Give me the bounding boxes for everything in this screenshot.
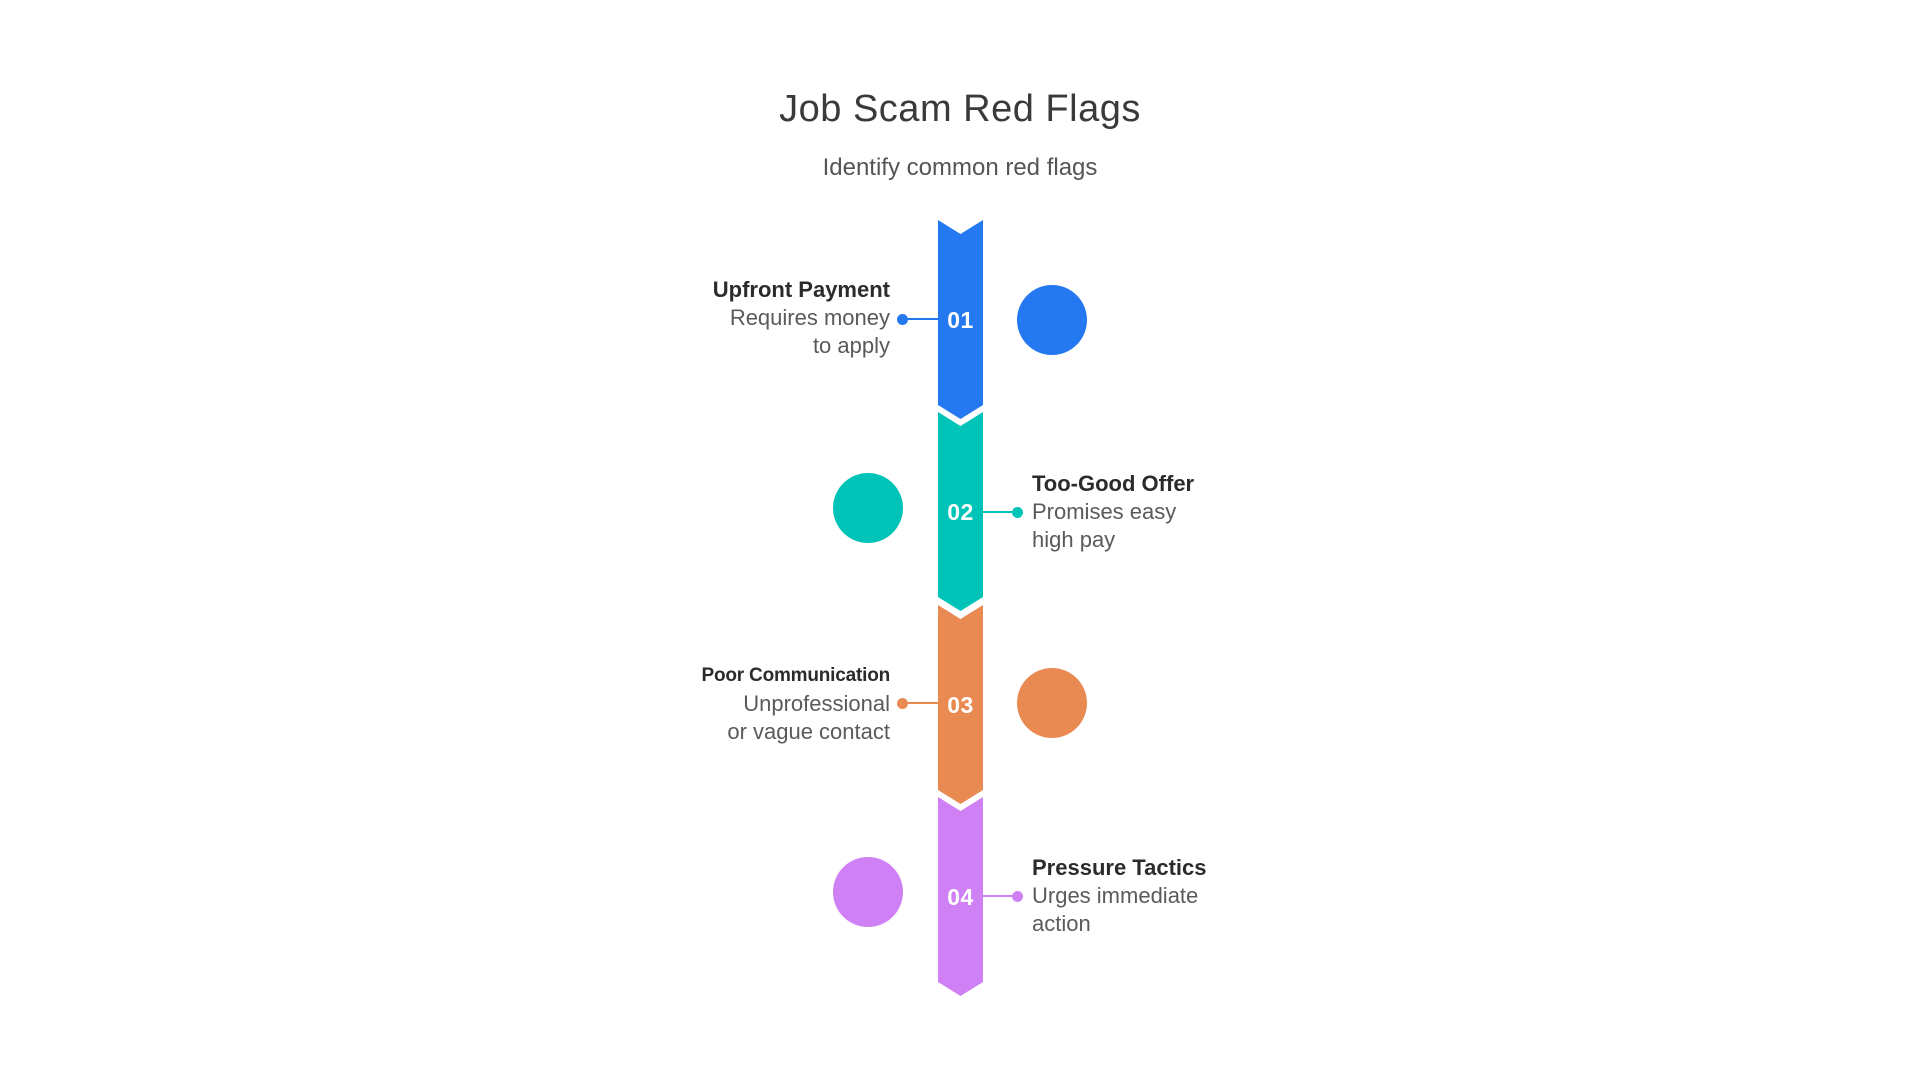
step-4-accent-circle xyxy=(833,857,903,927)
step-2-chevron xyxy=(938,412,983,611)
step-3-connector-line xyxy=(902,702,938,704)
step-1-text: Upfront Payment Requires money to apply xyxy=(570,276,890,360)
step-1-number: 01 xyxy=(947,307,974,333)
step-2-desc-line-1: Promises easy xyxy=(1032,499,1177,524)
step-4-title: Pressure Tactics xyxy=(1032,855,1207,880)
step-1-title: Upfront Payment xyxy=(712,277,890,302)
step-3-text: Poor Communication Unprofessional or vag… xyxy=(570,662,890,746)
step-3-title: Poor Communication xyxy=(701,665,890,686)
step-2-desc-line-2: high pay xyxy=(1032,527,1116,552)
step-3-chevron xyxy=(938,605,983,804)
page-subtitle: Identify common red flags xyxy=(822,154,1098,181)
step-4-connector-dot xyxy=(1012,891,1023,902)
step-1-chevron xyxy=(938,220,983,419)
step-3-connector-dot xyxy=(897,698,908,709)
step-4-number: 04 xyxy=(947,884,974,910)
step-3-desc-line-2: or vague contact xyxy=(727,719,890,744)
step-1-connector-line xyxy=(902,318,938,320)
step-1-accent-circle xyxy=(1017,285,1087,355)
step-1-connector-dot xyxy=(897,314,908,325)
step-4-text: Pressure Tactics Urges immediate action xyxy=(1032,854,1352,938)
step-1-desc-line-2: to apply xyxy=(812,333,890,358)
step-3-number: 03 xyxy=(947,692,974,718)
step-2-connector-line xyxy=(982,511,1018,513)
page-title: Job Scam Red Flags xyxy=(779,88,1141,130)
step-4-connector-line xyxy=(982,895,1018,897)
step-4-desc-line-1: Urges immediate xyxy=(1032,883,1199,908)
step-2-accent-circle xyxy=(833,473,903,543)
step-2-connector-dot xyxy=(1012,507,1023,518)
step-4-desc-line-2: action xyxy=(1032,911,1091,936)
step-2-text: Too-Good Offer Promises easy high pay xyxy=(1032,470,1352,554)
step-3-desc-line-1: Unprofessional xyxy=(743,691,890,716)
step-1-desc-line-1: Requires money xyxy=(729,305,890,330)
step-4-chevron xyxy=(938,797,983,996)
step-3-accent-circle xyxy=(1017,668,1087,738)
step-2-number: 02 xyxy=(947,499,974,525)
step-2-title: Too-Good Offer xyxy=(1032,471,1195,496)
